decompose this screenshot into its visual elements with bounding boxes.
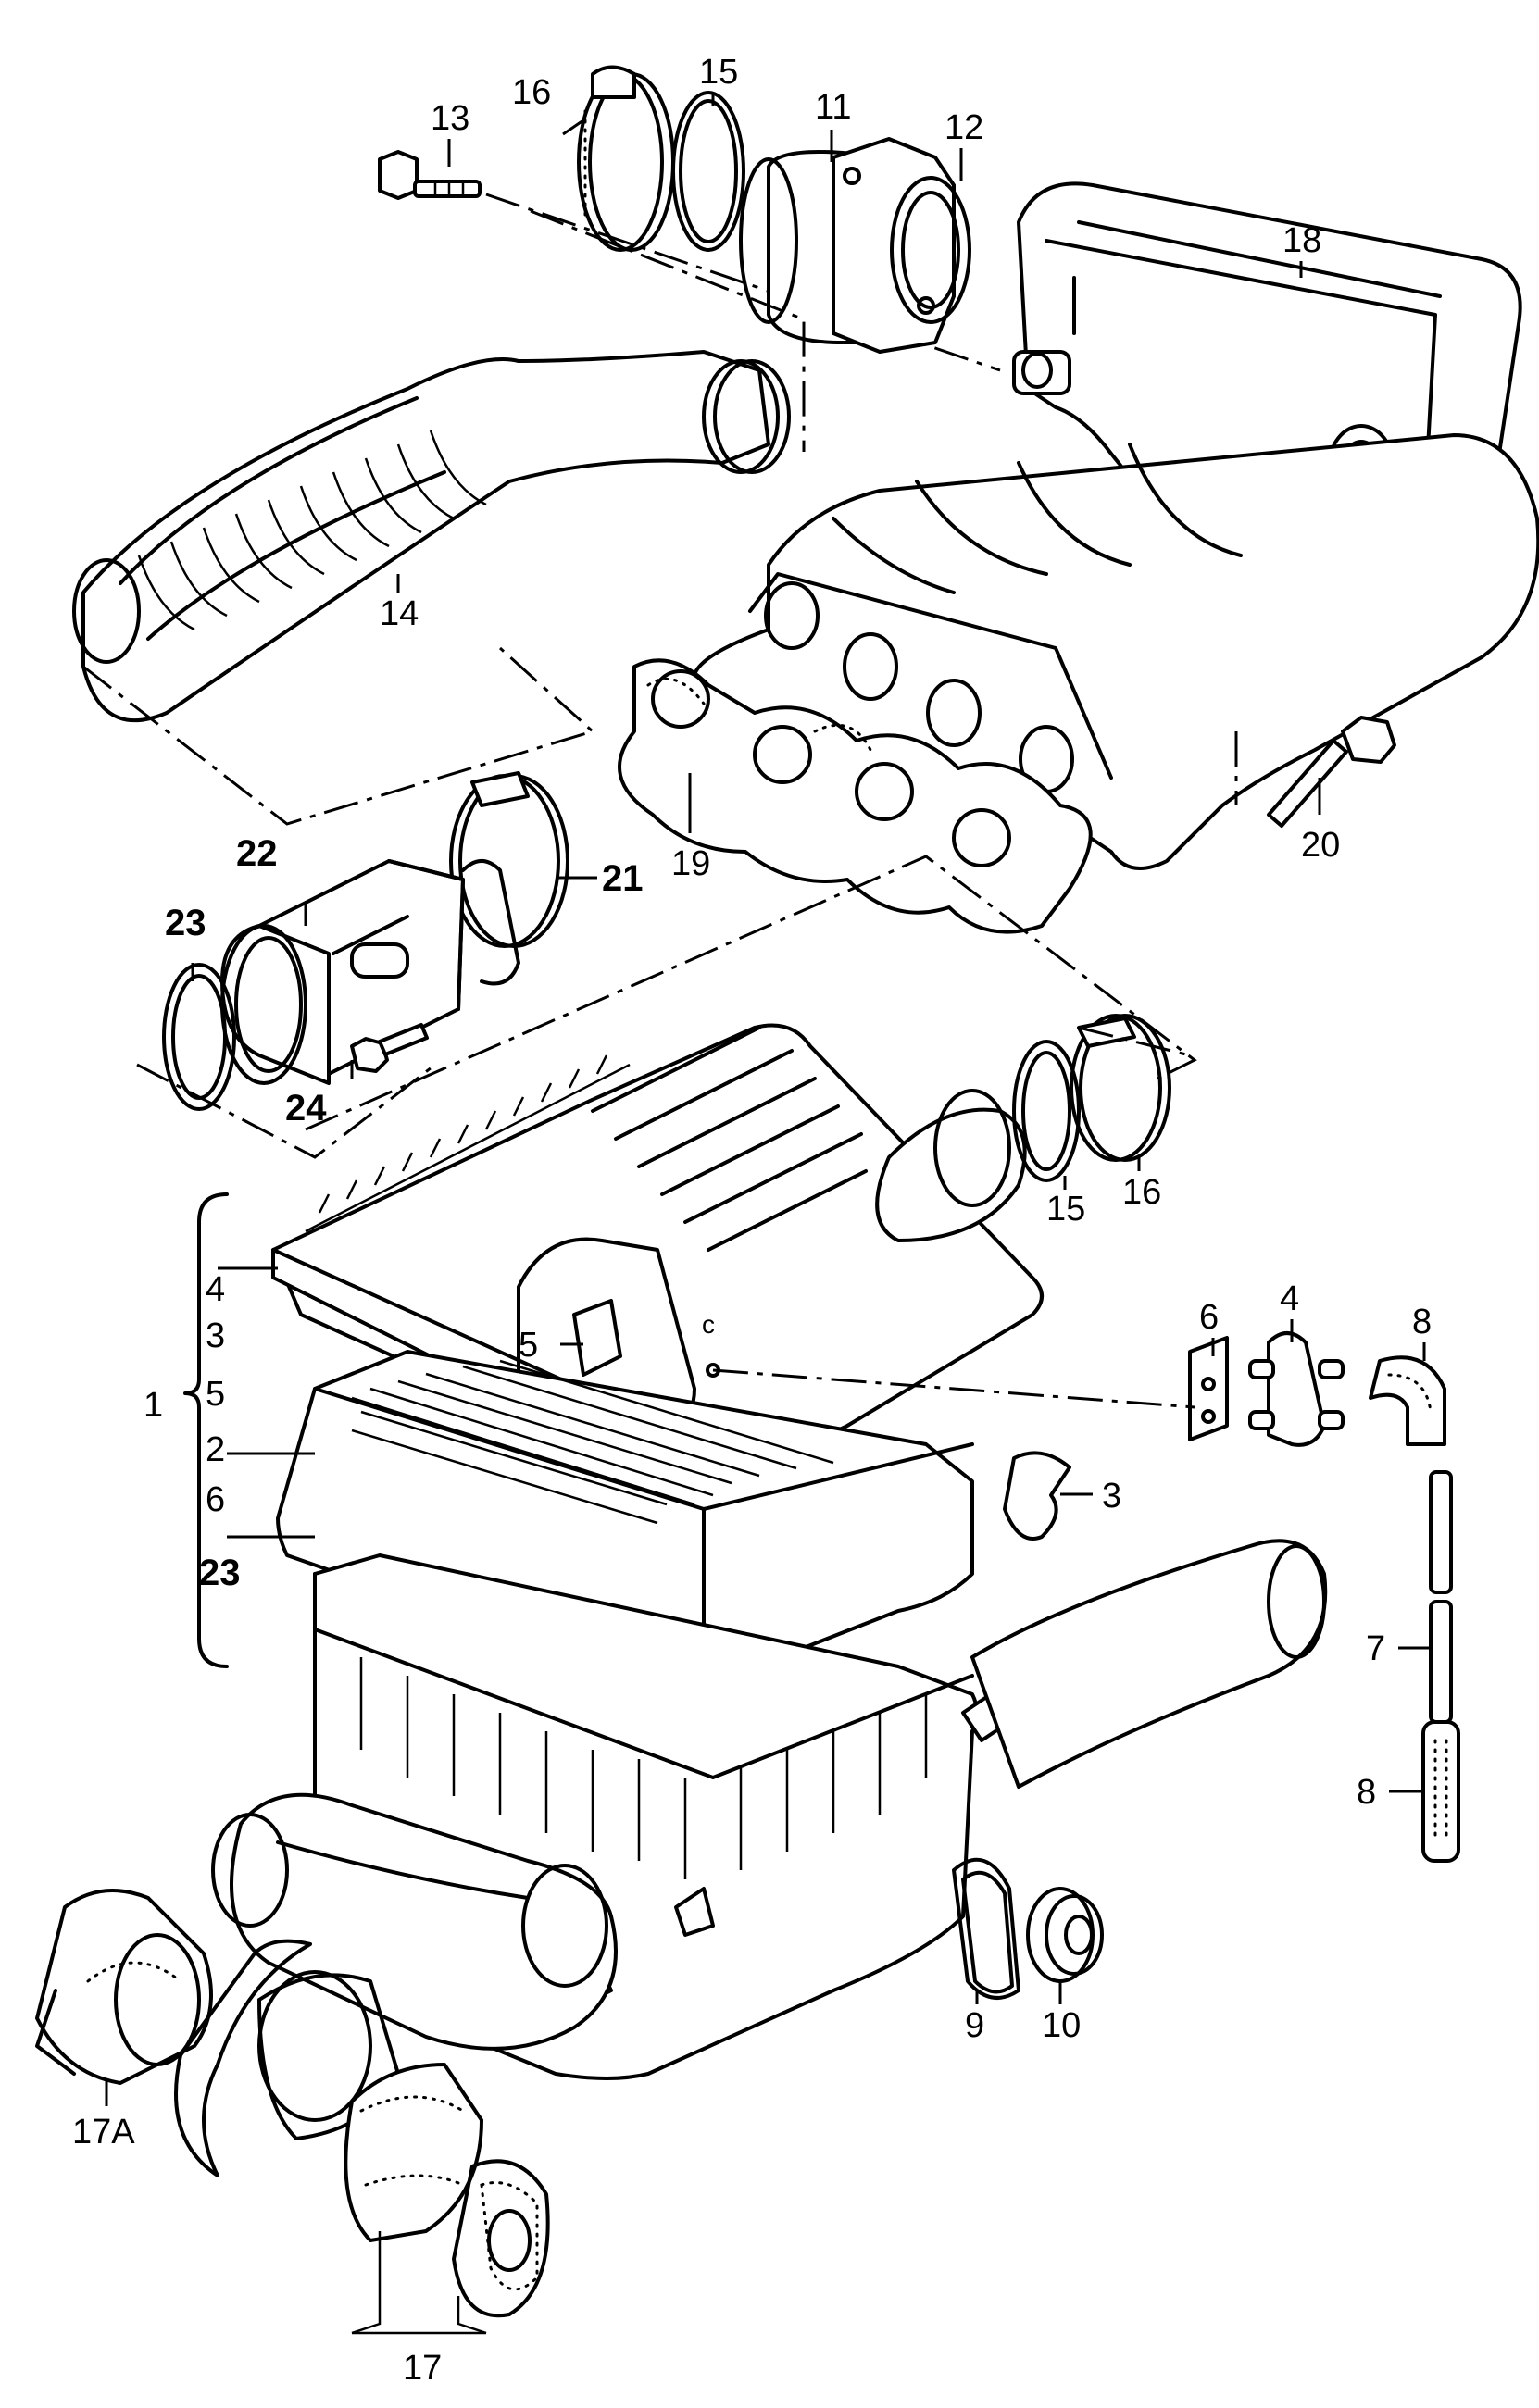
callout-8-top: 8 — [1412, 1303, 1432, 1341]
callout-19: 19 — [671, 844, 710, 883]
part-14-corrugated-hose — [72, 350, 791, 723]
callout-7: 7 — [1366, 1629, 1385, 1668]
part-20-bolt — [1234, 716, 1396, 828]
part-13-bolt — [378, 150, 482, 200]
part-12-gasket — [890, 176, 971, 324]
callout-3-left: 3 — [206, 1316, 225, 1355]
callout-5-lid: 5 — [519, 1326, 538, 1365]
callout-15-top: 15 — [699, 53, 738, 92]
intake-snout-pipe — [970, 1539, 1328, 1789]
callout-22: 22 — [236, 833, 278, 874]
callout-11: 11 — [815, 88, 851, 127]
callout-8-bottom: 8 — [1357, 1773, 1376, 1812]
callout-14: 14 — [380, 594, 419, 633]
part-17A-intake-snorkel — [35, 1889, 213, 2085]
callout-10: 10 — [1042, 2006, 1081, 2045]
part-17-grille-assembly — [174, 1939, 550, 2335]
callout-3-right: 3 — [1102, 1477, 1121, 1516]
callout-c: c — [702, 1310, 715, 1339]
part-15-o-ring-top — [671, 91, 745, 252]
callout-9: 9 — [965, 2006, 984, 2045]
part-3-clip — [1003, 1451, 1071, 1541]
callout-2: 2 — [206, 1430, 225, 1469]
callout-4-right: 4 — [1280, 1279, 1299, 1318]
part-7-pipe — [1429, 1470, 1453, 1724]
part-8-straight-hose — [1421, 1720, 1460, 1863]
callout-23-top: 23 — [165, 903, 206, 943]
callout-1: 1 — [144, 1386, 163, 1425]
part-8-elbow-hose — [1369, 1355, 1446, 1446]
callout-17: 17 — [403, 2349, 442, 2388]
callout-23-left: 23 — [199, 1553, 241, 1593]
leader-lines — [105, 93, 1431, 2106]
callout-5-left: 5 — [206, 1375, 225, 1414]
callout-20: 20 — [1301, 826, 1340, 865]
callout-6-right: 6 — [1199, 1298, 1219, 1337]
part-4-rubber-mount — [1248, 1331, 1345, 1447]
part-15-o-ring-right — [1012, 1040, 1081, 1182]
part-24-screw — [350, 1023, 429, 1073]
callout-15-right: 15 — [1046, 1190, 1085, 1229]
callout-17A: 17A — [72, 2113, 135, 2152]
part-6-bracket — [1188, 1336, 1229, 1441]
part-23-o-ring — [162, 963, 236, 1111]
part-16-hose-clamp-top — [577, 65, 675, 252]
group-bracket-part-1 — [183, 1192, 229, 1668]
callout-16-right: 16 — [1122, 1173, 1161, 1212]
callout-16-top: 16 — [512, 73, 551, 112]
part-16-hose-clamp-right — [1070, 1014, 1171, 1162]
callout-21: 21 — [602, 858, 644, 899]
callout-24: 24 — [285, 1088, 327, 1129]
callout-12: 12 — [945, 108, 983, 147]
part-19-manifold-gasket — [618, 658, 1093, 934]
part-22-air-mass-meter — [220, 859, 520, 1085]
callout-13: 13 — [431, 99, 469, 138]
callout-4-left: 4 — [206, 1270, 225, 1309]
callout-18: 18 — [1282, 221, 1321, 260]
part-10-grommet — [1026, 1887, 1104, 1983]
callout-labels: 13 16 15 11 12 18 14 19 20 22 21 23 24 1… — [72, 53, 1432, 2388]
callout-6-left: 6 — [206, 1480, 225, 1519]
lower-inlet-duct — [211, 1792, 618, 2051]
part-9-seal — [952, 1857, 1020, 2000]
